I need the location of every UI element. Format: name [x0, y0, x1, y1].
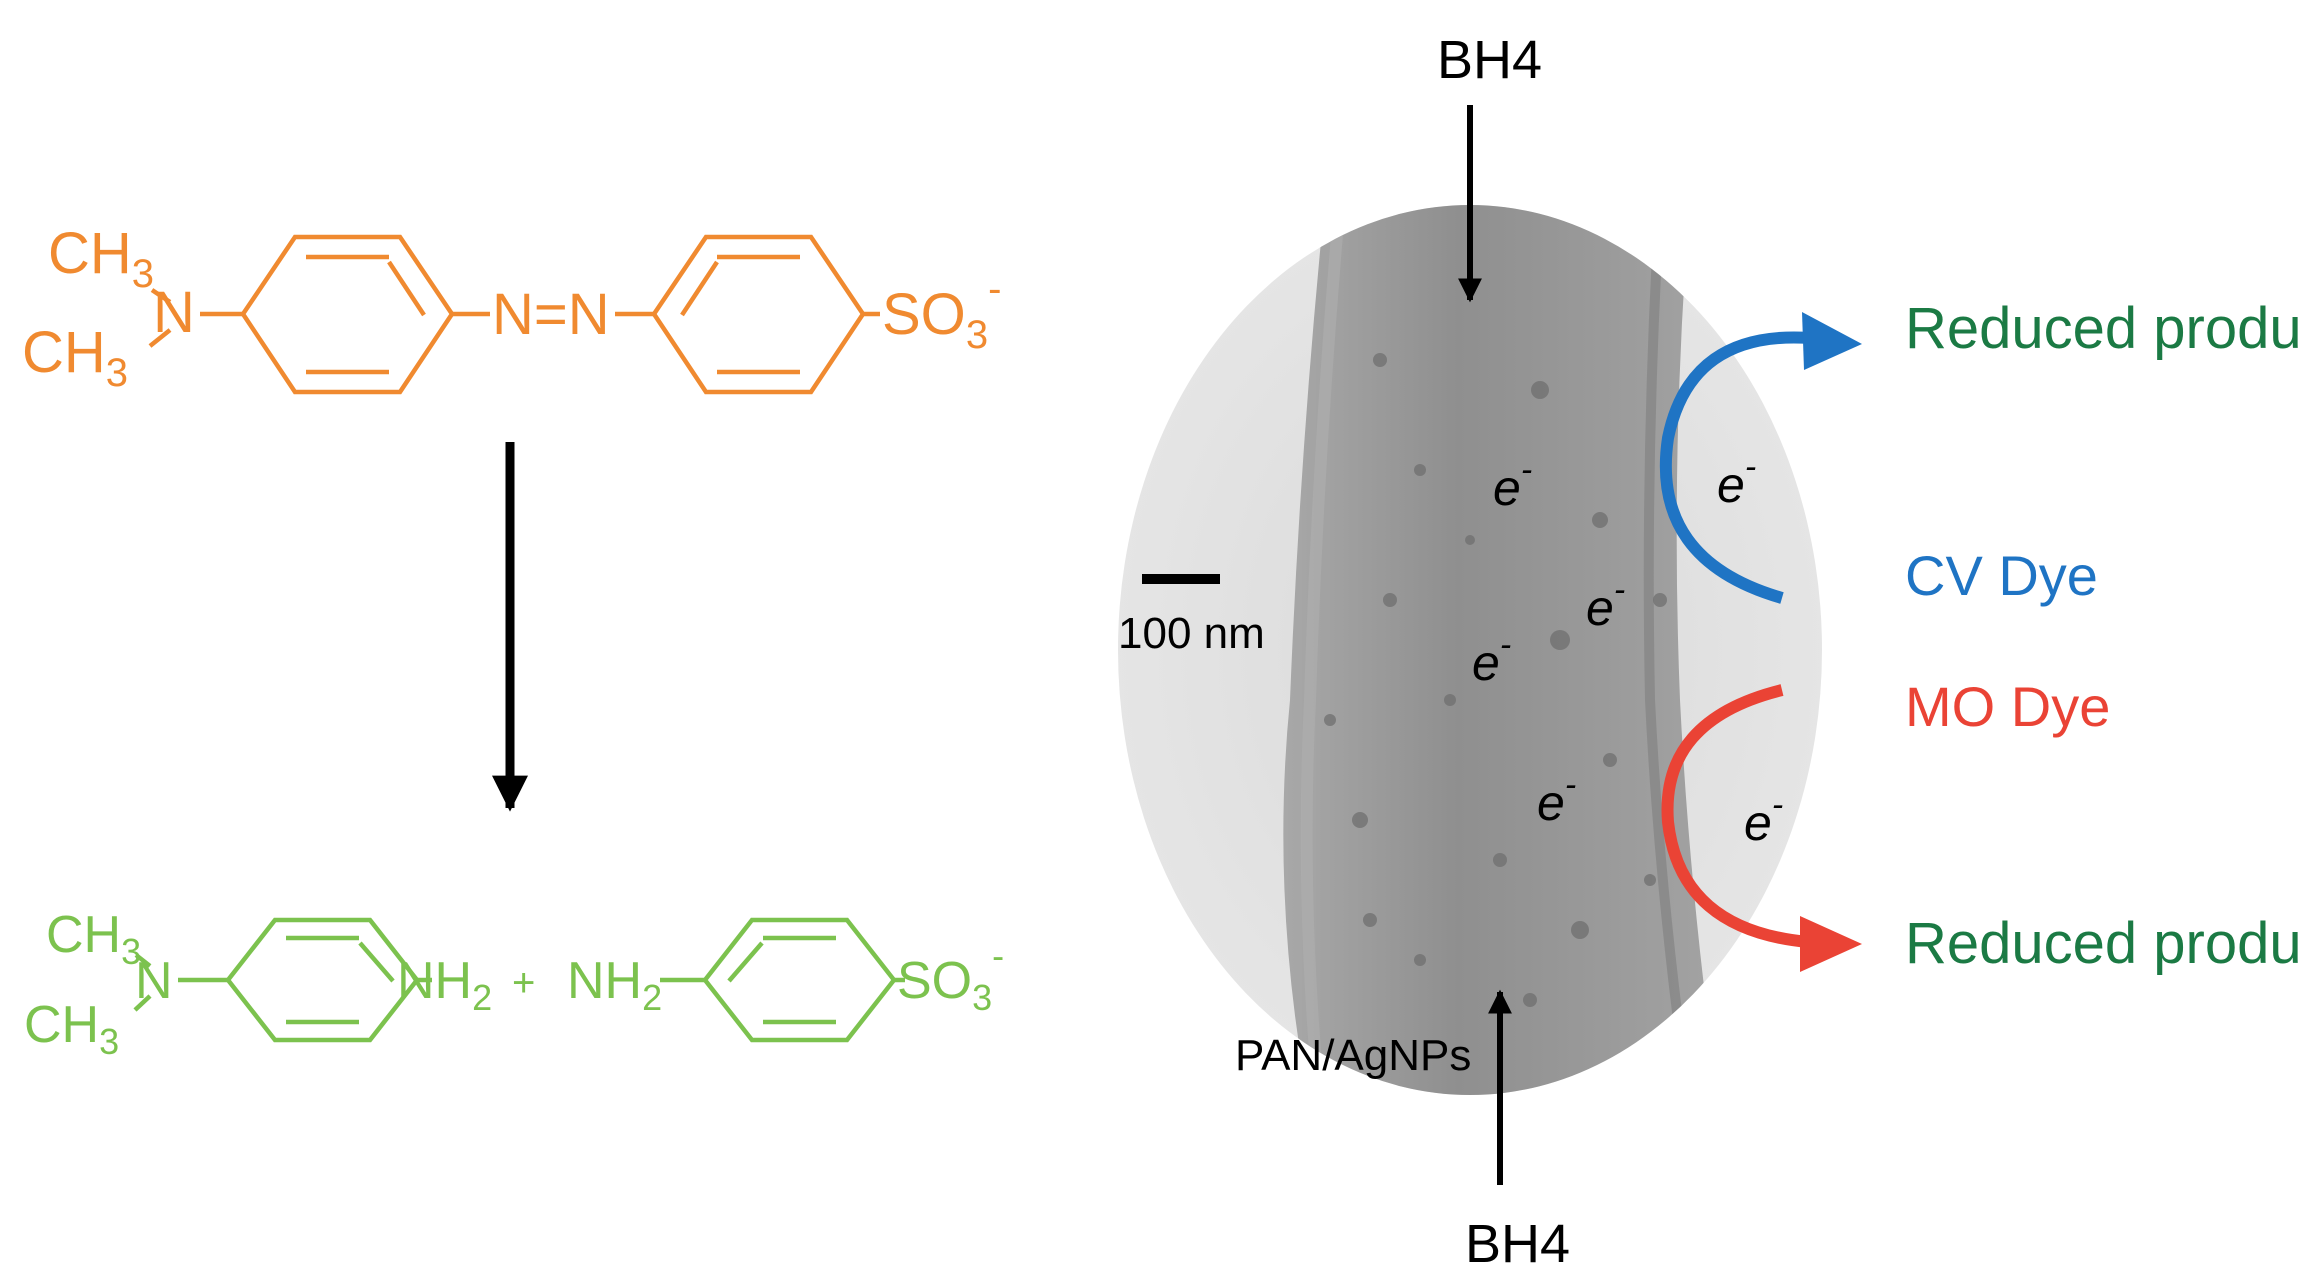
tem-micrograph — [1118, 205, 1822, 1095]
mo-amine-n: N — [153, 280, 195, 345]
reduced-products-bottom: Reduced products — [1905, 911, 2299, 976]
methyl-orange-structure — [148, 234, 880, 395]
product-methyl-top: CH3 — [46, 906, 141, 972]
product-sulfonate: SO3- — [897, 935, 1004, 1018]
bh4-bottom-label: BH4 — [1465, 1214, 1570, 1274]
fiber-label: PAN/AgNPs — [1235, 1031, 1471, 1080]
cv-reduction-arrow — [1659, 312, 1862, 604]
bh4-top-label: BH4 — [1437, 30, 1542, 90]
product-amine-group-1: NH2 — [397, 952, 492, 1018]
scale-bar — [1142, 574, 1220, 584]
electron-mo: e- — [1744, 786, 1783, 851]
fiber — [1283, 205, 1720, 1095]
mo-dye-label: MO Dye — [1905, 675, 2110, 738]
mo-methyl-top: CH3 — [48, 221, 154, 296]
mo-reduction-arrow — [1661, 684, 1862, 972]
mo-methyl-bottom: CH3 — [22, 320, 128, 395]
product-structures — [133, 917, 905, 1043]
electron-4: e- — [1537, 766, 1576, 831]
product-labels: CH3 N CH3 NH2 + NH2 SO3- — [24, 906, 1004, 1062]
product-amine-group-2: NH2 — [567, 952, 662, 1018]
electron-2: e- — [1586, 571, 1625, 636]
silver-nanoparticles — [1324, 353, 1667, 1007]
electrons: e- e- e- e- e- e- — [1472, 448, 1783, 851]
plus-sign: + — [512, 961, 535, 1005]
mo-sulfonate: SO3- — [882, 267, 1001, 357]
electron-1: e- — [1493, 451, 1532, 516]
product-methyl-bottom: CH3 — [24, 996, 119, 1062]
mo-azo-group: N=N — [492, 282, 610, 347]
scale-bar-label: 100 nm — [1118, 609, 1265, 658]
reduced-products-top: Reduced products — [1905, 296, 2299, 361]
cv-dye-label: CV Dye — [1905, 544, 2098, 607]
electron-cv: e- — [1717, 448, 1756, 513]
product-amine-n: N — [135, 952, 173, 1010]
methyl-orange-labels: CH3 N CH3 N=N SO3- — [22, 221, 1001, 395]
electron-3: e- — [1472, 626, 1511, 691]
